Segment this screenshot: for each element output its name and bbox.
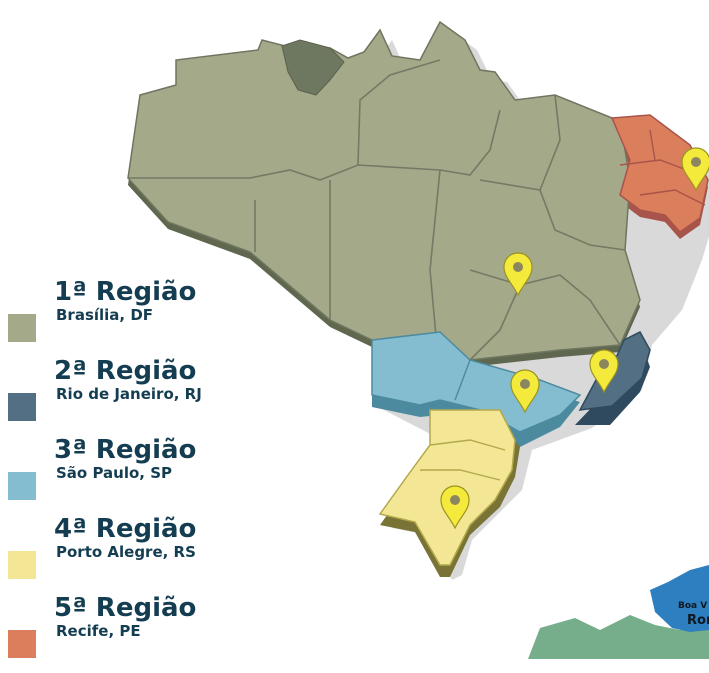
region-5-area: [610, 114, 709, 233]
legend-title: 1ª Região: [54, 277, 197, 307]
legend-title: 4ª Região: [54, 514, 197, 544]
inset-green-land: [528, 615, 709, 659]
legend-item-region-2: 2ª Região Rio de Janeiro, RJ: [8, 357, 248, 436]
pin-sao-paulo[interactable]: [510, 369, 540, 414]
legend-city: Recife, PE: [56, 622, 141, 640]
inset-label-large: Ror: [687, 613, 709, 628]
pin-brasilia[interactable]: [503, 252, 533, 297]
region-legend: 1ª Região Brasília, DF 2ª Região Rio de …: [8, 278, 248, 673]
legend-item-region-5: 5ª Região Recife, PE: [8, 594, 248, 673]
legend-title: 3ª Região: [54, 435, 197, 465]
inset-blue-land: [650, 565, 709, 632]
legend-swatch-region-3: [8, 472, 36, 500]
legend-item-region-1: 1ª Região Brasília, DF: [8, 278, 248, 357]
legend-city: Porto Alegre, RS: [56, 543, 196, 561]
state-borders: [128, 59, 626, 381]
legend-item-region-3: 3ª Região São Paulo, SP: [8, 436, 248, 515]
legend-city: São Paulo, SP: [56, 464, 173, 482]
region-1-dark-patch: [281, 39, 345, 96]
legend-title: 2ª Região: [54, 356, 197, 386]
legend-city: Rio de Janeiro, RJ: [56, 385, 202, 403]
region-3-border: [454, 359, 471, 401]
brazil-regions-map: Boa V Ror: [127, 20, 709, 659]
legend-swatch-region-2: [8, 393, 36, 421]
inset-map: Boa V Ror: [528, 565, 709, 659]
inset-label-small: Boa V: [678, 601, 707, 611]
pin-rio-de-janeiro[interactable]: [589, 349, 619, 394]
legend-swatch-region-5: [8, 630, 36, 658]
region-4-borders: [420, 439, 506, 481]
pin-recife[interactable]: [681, 147, 709, 192]
pin-porto-alegre[interactable]: [440, 485, 470, 530]
legend-title: 5ª Região: [54, 593, 197, 623]
legend-city: Brasília, DF: [56, 306, 154, 324]
legend-swatch-region-4: [8, 551, 36, 579]
legend-swatch-region-1: [8, 314, 36, 342]
legend-item-region-4: 4ª Região Porto Alegre, RS: [8, 515, 248, 594]
